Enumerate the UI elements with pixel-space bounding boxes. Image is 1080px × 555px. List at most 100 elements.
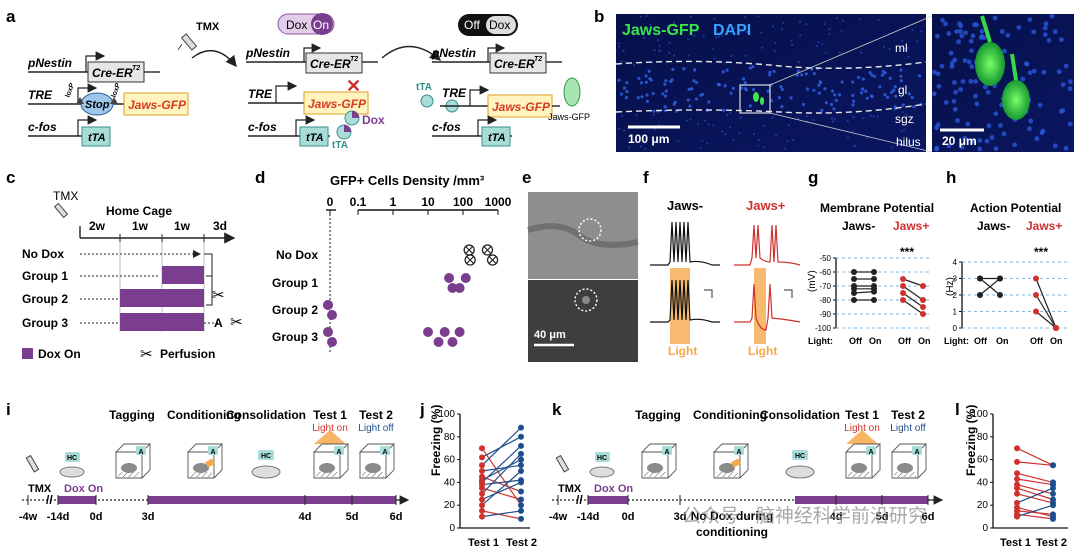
nucleus-dot bbox=[657, 39, 660, 42]
hc-badge bbox=[792, 450, 808, 460]
nucleus-dot bbox=[969, 138, 975, 144]
group-1: Group 1 bbox=[22, 269, 68, 283]
nucleus-dot bbox=[917, 74, 922, 78]
nucleus-dot bbox=[687, 87, 691, 91]
nucleus-dot bbox=[686, 38, 690, 41]
nucleus-dot bbox=[644, 74, 648, 78]
nucleus-dot bbox=[619, 92, 624, 96]
context-label: A bbox=[736, 449, 741, 456]
dur-1w-a: 1w bbox=[132, 219, 149, 233]
nucleus-dot bbox=[954, 29, 959, 34]
nucleus-dot bbox=[745, 31, 749, 34]
data-point bbox=[1014, 485, 1020, 492]
day-label: 6d bbox=[390, 511, 403, 523]
hc-label: HC bbox=[597, 455, 607, 462]
d-point bbox=[323, 327, 333, 337]
nucleus-dot bbox=[899, 79, 903, 83]
tre-label: TRE bbox=[28, 88, 53, 102]
data-point bbox=[479, 490, 485, 497]
blocked-x-icon: ✕ bbox=[346, 76, 361, 96]
nucleus-dot bbox=[815, 44, 818, 48]
nucleus-dot bbox=[768, 70, 772, 74]
nucleus-dot bbox=[744, 54, 748, 57]
nucleus-dot bbox=[1063, 145, 1069, 151]
nucleus-dot bbox=[830, 117, 834, 120]
nucleus-dot bbox=[940, 17, 945, 23]
scissors-icon-2: ✂ bbox=[230, 314, 243, 331]
nucleus-dot bbox=[790, 39, 793, 42]
y-tick-label: 40 bbox=[444, 477, 456, 488]
nucleus-dot bbox=[1039, 130, 1045, 136]
nucleus-dot bbox=[649, 23, 652, 26]
nucleus-dot bbox=[861, 87, 865, 91]
nucleus-dot bbox=[763, 124, 766, 127]
nucleus-dot bbox=[888, 48, 891, 51]
g-on-2: On bbox=[918, 336, 931, 346]
nucleus-dot bbox=[840, 29, 843, 32]
nucleus-dot bbox=[959, 144, 965, 150]
nucleus-dot bbox=[757, 144, 760, 147]
y-tick-label: 80 bbox=[444, 432, 456, 443]
nucleus-dot bbox=[620, 114, 623, 118]
data-point bbox=[977, 292, 983, 298]
cre-label: Cre-ER bbox=[92, 66, 133, 80]
d-point bbox=[423, 327, 433, 337]
nucleus-dot bbox=[817, 91, 821, 95]
nucleus-dot bbox=[689, 15, 693, 18]
panel-label-k: k bbox=[552, 400, 562, 419]
nucleus-dot bbox=[693, 68, 697, 72]
nucleus-dot bbox=[653, 48, 656, 52]
d-point-cross bbox=[483, 246, 492, 254]
f-jaws-pos: Jaws+ bbox=[746, 198, 786, 213]
nucleus-dot bbox=[731, 86, 736, 90]
nucleus-dot bbox=[639, 15, 642, 18]
nucleus-dot bbox=[645, 93, 649, 97]
nucleus-dot bbox=[869, 94, 874, 98]
chamber-icon bbox=[890, 443, 928, 479]
hc-badge bbox=[595, 452, 610, 462]
nucleus-dot bbox=[1027, 17, 1033, 22]
nucleus-dot bbox=[963, 30, 968, 36]
d-point bbox=[327, 337, 337, 347]
nucleus-dot bbox=[783, 147, 786, 150]
tmx-label: TMX bbox=[558, 483, 582, 495]
y-tick-label: 80 bbox=[977, 432, 989, 443]
nucleus-dot bbox=[934, 33, 940, 39]
light-on-label: Light on bbox=[844, 423, 880, 434]
day-label: 3d bbox=[142, 511, 155, 523]
pair-line bbox=[1016, 493, 1054, 504]
layer-hilus: hilus bbox=[896, 135, 921, 149]
nucleus-dot bbox=[663, 105, 667, 109]
nucleus-dot bbox=[1041, 69, 1047, 75]
nucleus-dot bbox=[837, 93, 842, 97]
y-tick-label: 0 bbox=[982, 523, 988, 534]
hc-label: HC bbox=[67, 455, 77, 462]
off-dox-pill: Off Dox bbox=[458, 14, 518, 36]
data-point bbox=[871, 276, 877, 282]
nucleus-dot bbox=[644, 80, 648, 84]
nucleus-dot bbox=[989, 135, 995, 140]
data-point bbox=[1014, 445, 1020, 452]
nucleus-dot bbox=[868, 70, 872, 75]
nucleus-dot bbox=[663, 109, 667, 113]
layer-ml: ml bbox=[895, 41, 908, 55]
nucleus-dot bbox=[833, 93, 837, 97]
d-point-cross bbox=[466, 256, 475, 264]
nucleus-dot bbox=[699, 93, 703, 97]
l-x1: Test 1 bbox=[1000, 537, 1031, 549]
pair-line bbox=[1035, 311, 1057, 329]
nucleus-dot bbox=[939, 63, 945, 69]
data-point bbox=[518, 442, 524, 449]
syringe-icon bbox=[555, 454, 570, 473]
nucleus-dot bbox=[743, 81, 747, 85]
h-ylabel: (Hz) bbox=[945, 277, 956, 296]
tta-label: tTA bbox=[88, 132, 106, 144]
data-point bbox=[920, 304, 926, 310]
data-point bbox=[920, 283, 926, 289]
nucleus-dot bbox=[828, 32, 831, 36]
context-label: A bbox=[138, 449, 143, 456]
nucleus-dot bbox=[999, 29, 1005, 34]
nucleus-dot bbox=[771, 25, 775, 28]
nucleus-dot bbox=[955, 118, 960, 123]
